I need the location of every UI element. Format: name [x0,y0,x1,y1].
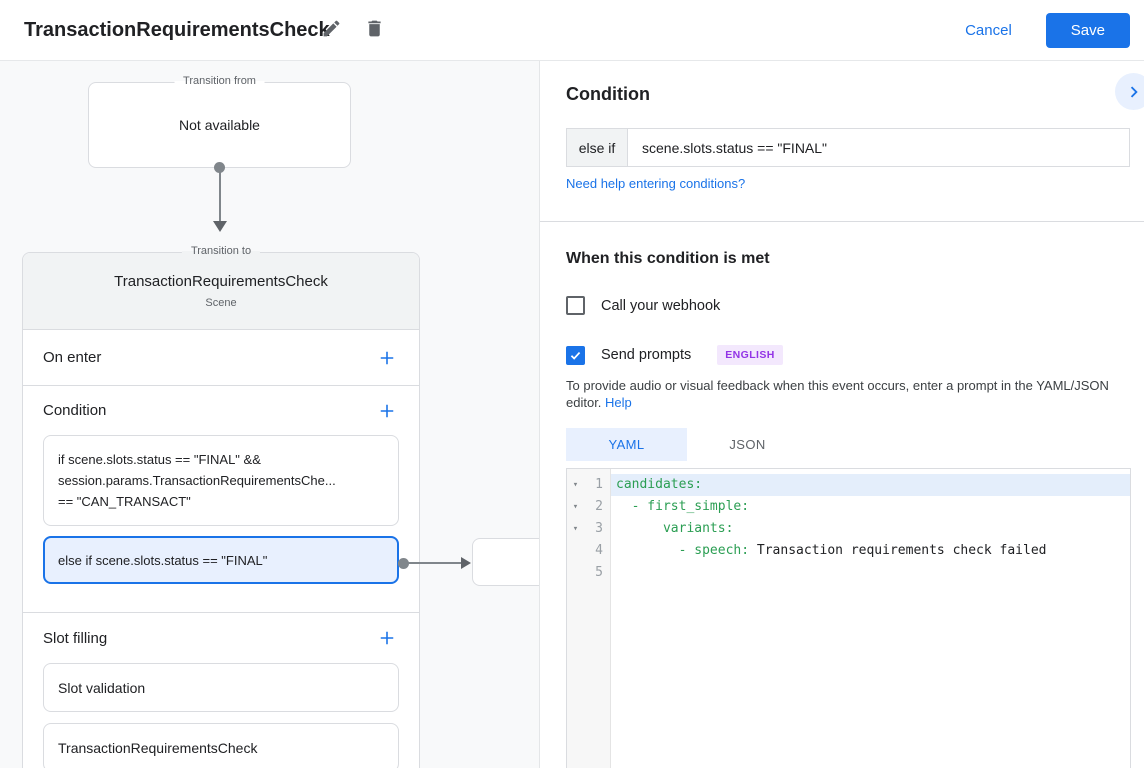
add-condition-button[interactable] [375,399,399,423]
line-number: 2 [595,499,603,514]
code-line[interactable]: - first_simple: [631,499,750,514]
on-enter-section[interactable]: On enter [23,330,419,386]
flow-canvas: Transition from Not available Transition… [0,61,540,768]
collapse-panel-button[interactable] [1115,73,1144,110]
line-number: 3 [595,521,603,536]
check-icon [569,349,582,362]
prompt-description: To provide audio or visual feedback when… [566,377,1122,411]
editor-code-area[interactable]: candidates: - first_simple: variants: - … [611,469,1130,768]
scene-card-title: TransactionRequirementsCheck [114,273,328,290]
flow-connector-line [219,168,221,223]
condition-prefix-label: else if [567,129,628,166]
condition-connector-line [404,562,466,564]
condition-connector-dot [398,558,409,569]
transition-from-content: Not available [179,117,260,133]
top-bar: TransactionRequirementsCheck Cancel Save [0,0,1144,61]
scene-card: Transition to TransactionRequirementsChe… [22,245,420,768]
webhook-checkbox[interactable] [566,296,585,315]
slot-filling-header: Slot filling [23,613,419,663]
fold-arrow-icon[interactable]: ▾ [572,502,579,512]
code-line[interactable] [611,562,1130,584]
cancel-button[interactable]: Cancel [965,22,1012,39]
slot-filling-label: Slot filling [43,629,108,647]
plus-icon [377,401,397,421]
flow-connector-dot [214,162,225,173]
webhook-label: Call your webhook [601,297,721,314]
line-number: 1 [595,477,603,492]
add-on-enter-button[interactable] [375,346,399,370]
transition-target-box[interactable] [472,538,539,586]
condition-help-link[interactable]: Need help entering conditions? [566,176,746,191]
transition-from-box: Transition from Not available [88,75,351,168]
panel-title: Condition [566,84,650,104]
transition-from-legend: Transition from [174,75,265,87]
add-slot-button[interactable] [375,626,399,650]
plus-icon [377,348,397,368]
trash-icon [364,18,385,39]
transition-to-legend: Transition to [181,245,261,257]
condition-list: if scene.slots.status == "FINAL" &&sessi… [23,435,419,584]
delete-scene-button[interactable] [358,12,390,44]
condition-expression-input[interactable] [628,129,1129,166]
flow-arrowhead-icon [213,221,227,232]
slot-item[interactable]: TransactionRequirementsCheck [43,723,399,768]
condition-item[interactable]: if scene.slots.status == "FINAL" &&sessi… [43,435,399,526]
scene-card-subtitle: Scene [205,297,237,309]
condition-label: Condition [43,402,107,419]
fold-arrow-icon[interactable]: ▾ [572,480,579,490]
when-condition-title: When this condition is met [566,250,770,267]
send-prompts-checkbox[interactable] [566,345,585,365]
topbar-actions: Cancel Save [965,0,1130,61]
tab-yaml[interactable]: YAML [566,428,687,461]
code-line[interactable]: variants: [662,521,734,536]
fold-arrow-icon[interactable]: ▾ [572,524,579,534]
code-line[interactable]: candidates: [611,474,1130,496]
slot-item[interactable]: Slot validation [43,663,399,712]
condition-section-header: Condition [23,386,419,435]
page-title: TransactionRequirementsCheck [24,18,330,41]
condition-panel: Condition else if Need help entering con… [540,61,1144,768]
line-number: 5 [595,565,603,580]
on-enter-label: On enter [43,349,102,366]
panel-divider [540,221,1144,222]
tab-json[interactable]: JSON [687,428,808,461]
call-webhook-row[interactable]: Call your webhook [566,296,720,315]
send-prompts-row[interactable]: Send prompts ENGLISH [566,345,783,365]
help-link[interactable]: Help [605,395,632,410]
condition-section: Condition if scene.slots.status == "FINA… [23,386,419,613]
editor-gutter: ▾ 1 ▾ 2 ▾ 3 4 5 [567,469,611,768]
chevron-right-icon [1123,81,1144,103]
line-number: 4 [595,543,603,558]
condition-input-group: else if [566,128,1130,167]
save-button[interactable]: Save [1045,13,1130,48]
pencil-icon [321,18,342,39]
plus-icon [377,628,397,648]
send-prompts-label: Send prompts [601,347,692,363]
scene-card-header[interactable]: TransactionRequirementsCheck Scene [23,253,419,330]
condition-item-selected[interactable]: else if scene.slots.status == "FINAL" [43,536,399,584]
language-badge: ENGLISH [717,345,783,365]
prompt-description-text: To provide audio or visual feedback when… [566,378,1109,410]
code-line[interactable]: - speech: Transaction requirements check… [678,543,1047,558]
condition-arrowhead-icon [461,557,471,569]
edit-title-button[interactable] [315,12,347,44]
yaml-editor: ▾ 1 ▾ 2 ▾ 3 4 5 candidates: - first_simple: var… [566,468,1131,768]
